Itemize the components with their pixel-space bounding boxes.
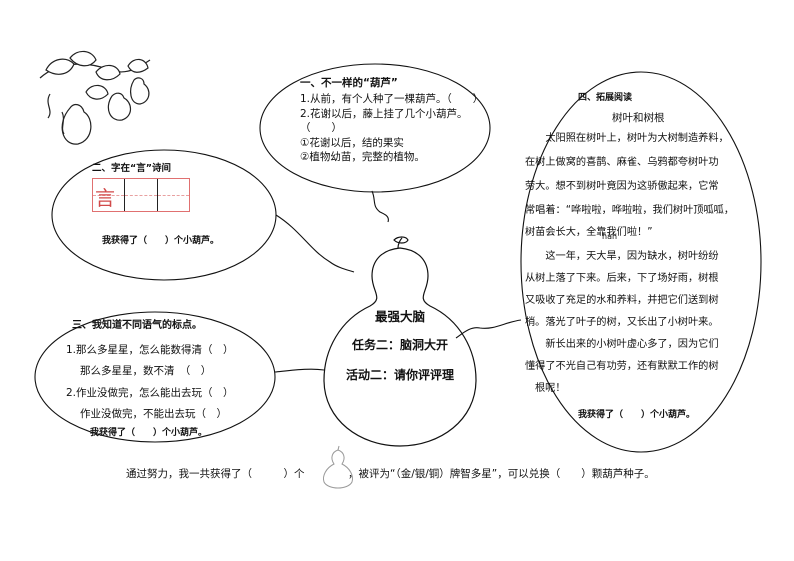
story-line: 梢。落光了叶子的树，又长出了小树叶来。 xyxy=(525,317,719,328)
character-yan: 言 xyxy=(95,186,115,210)
story-line: 从树上落了下来。后来，下了场好雨，树根 xyxy=(525,273,719,284)
character-writing-grid[interactable]: 言 xyxy=(92,178,190,212)
section1-bubble xyxy=(259,63,491,223)
story-line: 懂得了不光自己有功劳，还有默默工作的树 xyxy=(525,361,719,372)
story-line: 在树上做窝的喜鹊、麻雀、乌鸦都夸树叶功 xyxy=(525,157,719,168)
story-line: 劳大。想不到树叶竟因为这骄傲起来，它常 xyxy=(525,181,719,192)
story-title: 树叶和树根 xyxy=(612,112,665,124)
section1-question2-answer[interactable]: （ ） xyxy=(300,122,342,134)
center-task: 任务二：脑洞大开 xyxy=(351,338,448,352)
story-line: 树苗会长大，全靠我们啦！” xyxy=(525,227,653,238)
story-line: 根呢！ xyxy=(535,383,566,394)
grid-cell-2[interactable] xyxy=(125,179,158,211)
story-line: 新长出来的小树叶虚心多了，因为它们 xyxy=(525,339,719,350)
section2-bubble xyxy=(51,149,355,281)
footer-text-part1: 通过努力，我一共获得了（ ）个 xyxy=(126,468,305,480)
section2-title: 二、字在“言”诗间 xyxy=(92,163,171,174)
story-line: 这一年，天大旱，因为缺水，树叶纷纷 xyxy=(525,251,719,262)
center-title: 最强大脑 xyxy=(374,309,425,324)
section3-line3: 2.作业没做完，怎么能出去玩（ ） xyxy=(66,387,234,399)
section3-bubble xyxy=(34,311,325,443)
section1-question2: 2.花谢以后，藤上挂了几个小葫芦。 xyxy=(300,108,468,120)
section3-line2: 那么多星星，数不清 （ ） xyxy=(80,365,212,377)
footer-text-part2: ，被评为“（金/银/铜）牌智多星”，可以兑换（ ）颗葫芦种子。 xyxy=(348,468,655,480)
story-line: 太阳照在树叶上，树叶为大树制造养料， xyxy=(525,133,729,144)
center-activity: 活动二：请你评评理 xyxy=(345,368,454,382)
grid-cell-1[interactable]: 言 xyxy=(93,179,126,211)
grid-cell-3[interactable] xyxy=(157,179,190,211)
section3-line4: 作业没做完，不能出去玩（ ） xyxy=(80,408,227,420)
story-line: 又吸收了充足的水和养料，并把它们送到树 xyxy=(525,295,719,306)
section1-question1: 1.从前，有个人种了一棵葫芦。（ ） xyxy=(300,93,484,105)
section3-title: 三、我知道不同语气的标点。 xyxy=(72,320,202,331)
section1-option1: ①花谢以后，结的果实 xyxy=(300,137,404,149)
small-gourd-icon xyxy=(323,445,353,489)
section4-title: 四、拓展阅读 xyxy=(578,93,633,103)
central-gourd xyxy=(323,236,477,447)
story-line: 常唱着：“哗啦啦，哗啦啦，我们树叶顶呱呱， xyxy=(525,205,735,216)
section1-option2: ②植物幼苗，完整的植物。 xyxy=(300,151,425,163)
section2-reward: 我获得了（ ）个小葫芦。 xyxy=(102,236,220,246)
section1-title: 一、不一样的“葫芦” xyxy=(300,77,398,89)
gourd-vine-illustration xyxy=(39,50,151,145)
section3-reward: 我获得了（ ）个小葫芦。 xyxy=(90,428,208,438)
pinyin-han: hàn xyxy=(602,232,618,241)
section3-line1: 1.那么多星星，怎么能数得清（ ） xyxy=(66,344,234,356)
section4-reward: 我获得了（ ）个小葫芦。 xyxy=(578,410,696,420)
